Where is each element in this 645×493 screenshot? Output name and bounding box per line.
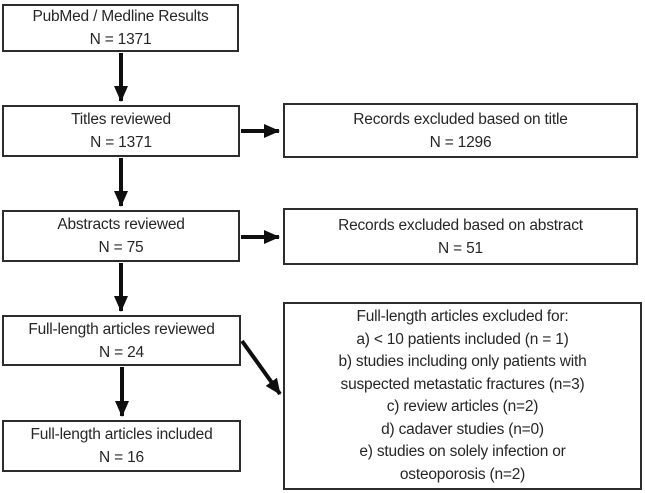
box-label: Full-length articles included <box>30 426 213 443</box>
box-label: PubMed / Medline Results <box>32 8 209 25</box>
flow-box-records-excluded-title: Records excluded based on title N = 1296 <box>283 103 638 158</box>
box-label: Abstracts reviewed <box>57 216 185 233</box>
box-count: N = 1296 <box>429 133 492 151</box>
flow-box-fulltext-excluded-reasons: Full-length articles excluded for: a) < … <box>283 302 642 490</box>
box-label: Records excluded based on abstract <box>338 216 583 234</box>
excluded-reason-line: e) studies on solely infection or <box>359 443 566 460</box>
flow-box-fulltext-included: Full-length articles included N = 16 <box>2 420 241 472</box>
flow-box-records-excluded-abstract: Records excluded based on abstract N = 5… <box>283 208 638 265</box>
arrow-fulltext-to-excluded <box>240 339 282 396</box>
excluded-reasons-title: Full-length articles excluded for: <box>356 308 569 325</box>
excluded-reason-line: c) review articles (n=2) <box>386 398 539 415</box>
excluded-reason-line: a) < 10 patients included (n = 1) <box>356 330 569 348</box>
box-count: N = 16 <box>99 449 144 466</box>
excluded-reason-line: b) studies including only patients with <box>338 353 587 370</box>
flow-box-titles-reviewed: Titles reviewed N = 1371 <box>2 105 240 157</box>
flow-box-pubmed-results: PubMed / Medline Results N = 1371 <box>2 4 239 52</box>
box-count: N = 24 <box>99 343 144 361</box>
box-label: Full-length articles reviewed <box>28 320 215 338</box>
box-count: N = 1371 <box>90 134 152 151</box>
flow-box-fulltext-reviewed: Full-length articles reviewed N = 24 <box>2 315 241 366</box>
box-count: N = 75 <box>98 239 144 256</box>
box-label: Records excluded based on title <box>353 110 568 128</box>
excluded-reason-line: d) cadaver studies (n=0) <box>381 420 544 438</box>
excluded-reason-line: osteoporosis (n=2) <box>399 465 526 483</box>
box-label: Titles reviewed <box>71 111 171 128</box>
excluded-reason-line: suspected metastatic fractures (n=3) <box>340 375 585 393</box>
flow-box-abstracts-reviewed: Abstracts reviewed N = 75 <box>2 210 240 262</box>
box-count: N = 51 <box>438 239 483 257</box>
box-count: N = 1371 <box>89 31 152 48</box>
